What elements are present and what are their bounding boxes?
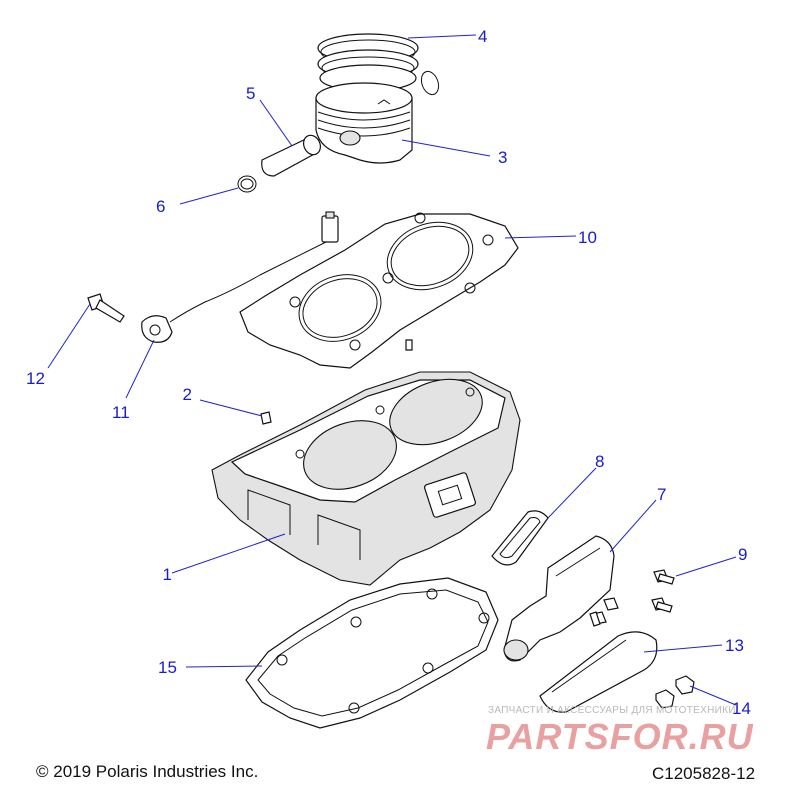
dowel-pin-upper <box>405 339 413 351</box>
heat-shield <box>539 631 658 713</box>
dowel-pin <box>260 411 272 425</box>
callout-15: 15 <box>158 658 177 677</box>
knock-sensor <box>141 211 339 343</box>
base-gasket <box>245 577 499 729</box>
cylinder-block <box>211 371 521 586</box>
callout-4: 4 <box>478 27 487 46</box>
callout-9: 9 <box>738 545 747 564</box>
head-gasket <box>239 212 519 369</box>
callout-5: 5 <box>246 84 255 103</box>
water-outlet-gasket <box>491 510 549 566</box>
snap-ring-right <box>420 70 440 96</box>
callout-6: 6 <box>156 197 165 216</box>
shield-nuts <box>655 675 695 709</box>
diagram-code: C1205828-12 <box>652 764 756 783</box>
callout-12: 12 <box>26 369 45 388</box>
copyright-text: © 2019 Polaris Industries Inc. <box>36 762 259 781</box>
callout-13: 13 <box>725 636 744 655</box>
callout-2: 2 <box>183 385 192 404</box>
callout-7: 7 <box>657 485 666 504</box>
pin-clip <box>237 175 257 193</box>
callout-1: 1 <box>163 565 172 584</box>
callout-14: 14 <box>732 699 751 718</box>
housing-bolts <box>589 569 675 627</box>
callout-3: 3 <box>498 148 507 167</box>
watermark-logo: PARTSFOR.RU <box>486 716 754 757</box>
callout-8: 8 <box>595 452 604 471</box>
watermark-caption: ЗАПЧАСТИ И АКСЕССУАРЫ ДЛЯ МОТОТЕХНИКИ <box>488 705 736 716</box>
water-outlet-housing <box>503 535 615 662</box>
callout-11: 11 <box>112 403 130 422</box>
piston <box>315 82 413 164</box>
leader-lines <box>47 34 737 706</box>
sensor-bolt <box>87 293 125 323</box>
callout-labels: 1 2 3 4 5 6 7 8 9 10 11 12 13 14 15 <box>26 27 751 718</box>
callout-10: 10 <box>578 228 597 247</box>
piston-pin <box>261 134 321 177</box>
